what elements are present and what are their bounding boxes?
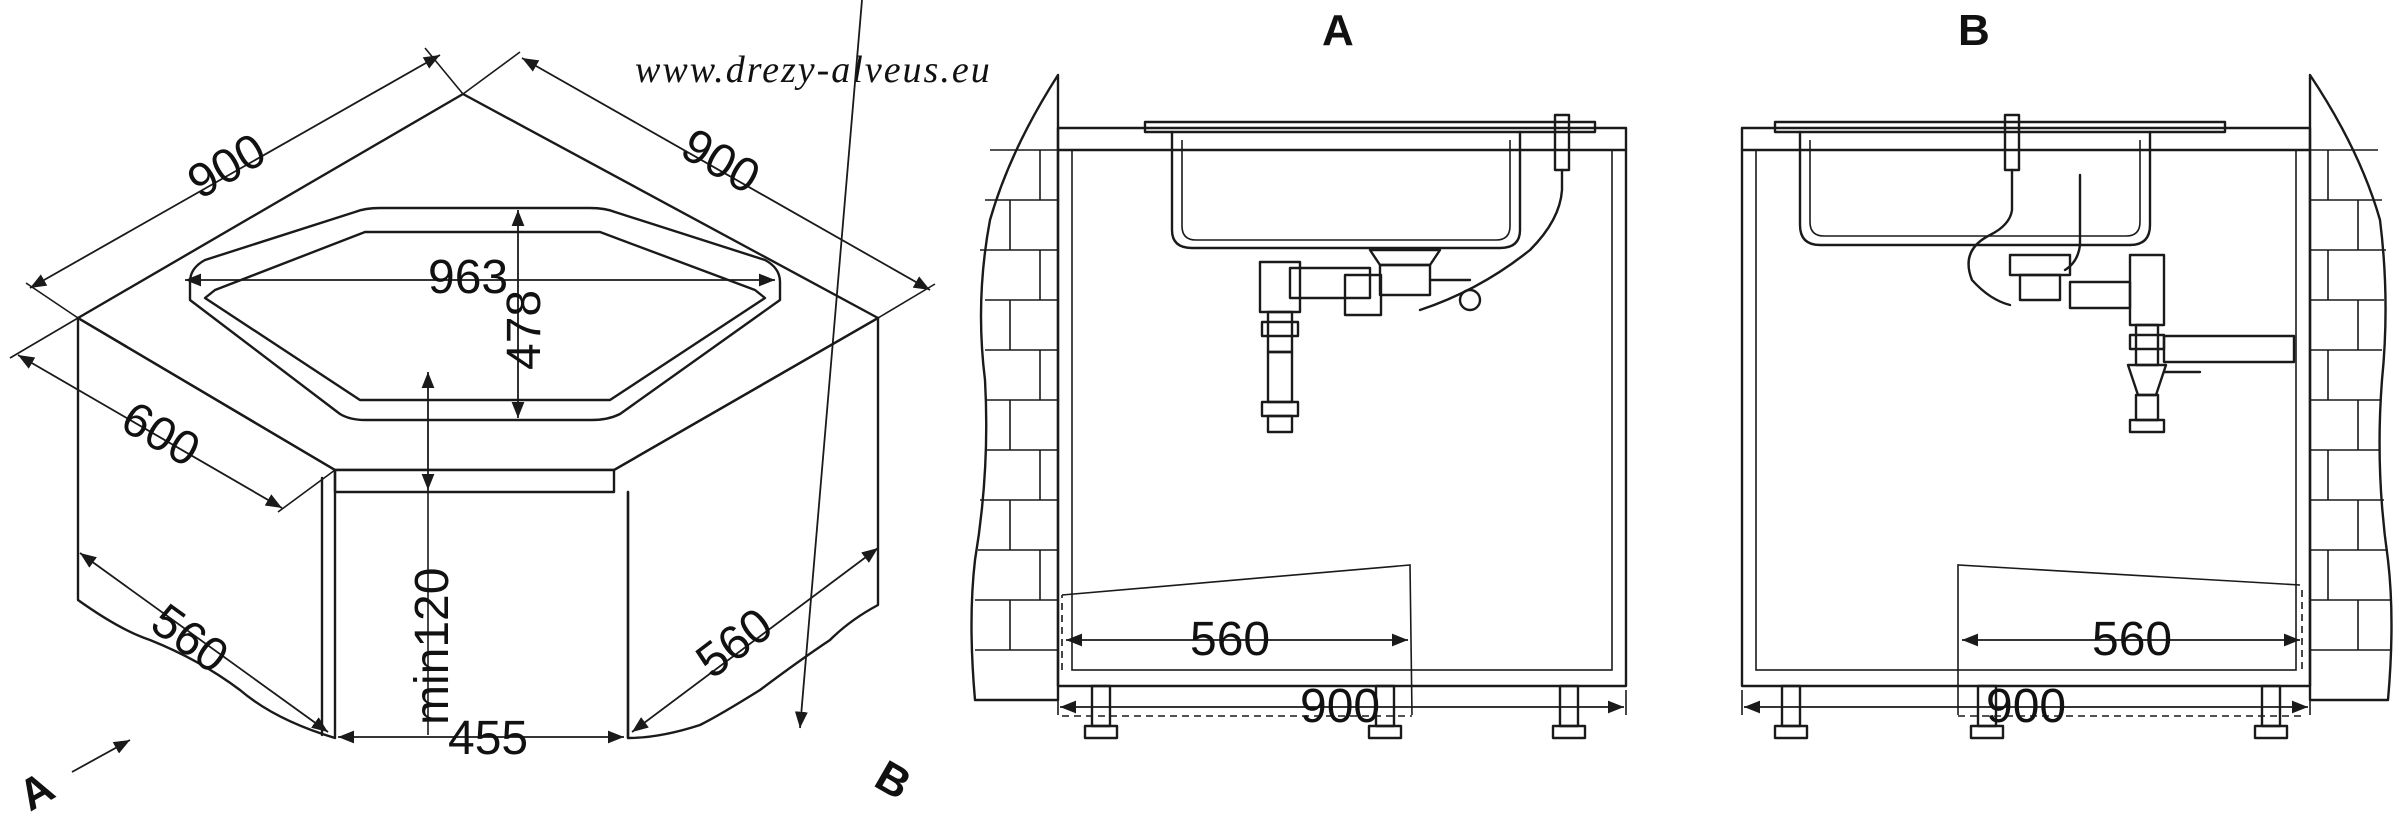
dim-478-text: 478: [498, 290, 551, 370]
view-a-dim-560-text: 560: [1190, 613, 1270, 666]
view-a-sink-bowl: [1170, 130, 1522, 250]
iso-countertop-edge: [333, 468, 616, 494]
view-b-overflow: [2003, 113, 2021, 172]
view-b-brick-wall: [2308, 73, 2393, 702]
view-b-cabinet: [1740, 126, 2312, 688]
arrow-a-label: A: [11, 762, 63, 820]
view-b-corrugated-hose: [2063, 173, 2082, 272]
dim-600-text: 600: [113, 392, 209, 478]
view-b-sink-rim: [1773, 120, 2227, 134]
dim-455-text: 455: [448, 712, 528, 765]
view-b-overflow-hose: [1967, 168, 2014, 307]
view-b: B: [1740, 6, 2393, 740]
dim-560-right-line: [631, 547, 879, 733]
dim-560-right-text: 560: [687, 598, 783, 689]
view-a-floor-line: [1061, 564, 1413, 716]
view-a-cabinet: [1056, 126, 1628, 688]
watermark-text: www.drezy-alveus.eu: [635, 49, 992, 91]
dim-600-ext2: [277, 469, 336, 513]
dim-600-ext1: [9, 317, 79, 359]
view-b-dim-560-text: 560: [2092, 613, 2172, 666]
iso-edge-right: [612, 316, 880, 472]
arrow-b-label: B: [867, 751, 919, 809]
view-a-brick-wall: [970, 73, 1060, 702]
view-a-cabinet-inner: [1071, 149, 1613, 671]
view-a-label: A: [1322, 6, 1354, 55]
view-a-overflow-hose: [1418, 168, 1564, 312]
view-b-dim-900-text: 900: [1986, 680, 2066, 733]
view-a: A: [970, 6, 1628, 740]
view-b-drain-trap: [2008, 253, 2296, 434]
dim-900-left-ext1: [25, 282, 79, 319]
dim-900-right-line: [521, 57, 931, 291]
arrow-b-icon: [794, 0, 863, 729]
dim-600-line: [17, 354, 283, 509]
iso-view: 900 900 963 478 600 560 560 455 min120 A: [9, 0, 936, 821]
dim-min120-text: min120: [406, 568, 459, 725]
dim-900-right-text: 900: [673, 119, 769, 205]
arrow-a-icon: [71, 739, 131, 773]
view-a-overflow: [1553, 113, 1571, 172]
dim-900-left-text: 900: [179, 124, 275, 210]
dim-560-left-line: [79, 552, 329, 733]
view-a-drain-trap: [1258, 248, 1482, 434]
dim-900-left-line: [29, 54, 441, 289]
view-a-sink-rim: [1143, 120, 1597, 134]
view-b-floor-line: [1957, 564, 2301, 715]
view-a-sink-bowl-inner: [1181, 140, 1511, 241]
view-b-cabinet-inner: [1755, 149, 2297, 671]
dim-900-right-ext1: [462, 51, 521, 95]
dim-900-right-ext2: [877, 283, 936, 319]
dim-963-text: 963: [428, 251, 508, 304]
view-a-dim-900-text: 900: [1300, 680, 1380, 733]
dim-900-left-ext2: [424, 47, 464, 95]
view-b-label: B: [1958, 6, 1990, 55]
view-b-sink-bowl-inner: [1809, 140, 2141, 237]
